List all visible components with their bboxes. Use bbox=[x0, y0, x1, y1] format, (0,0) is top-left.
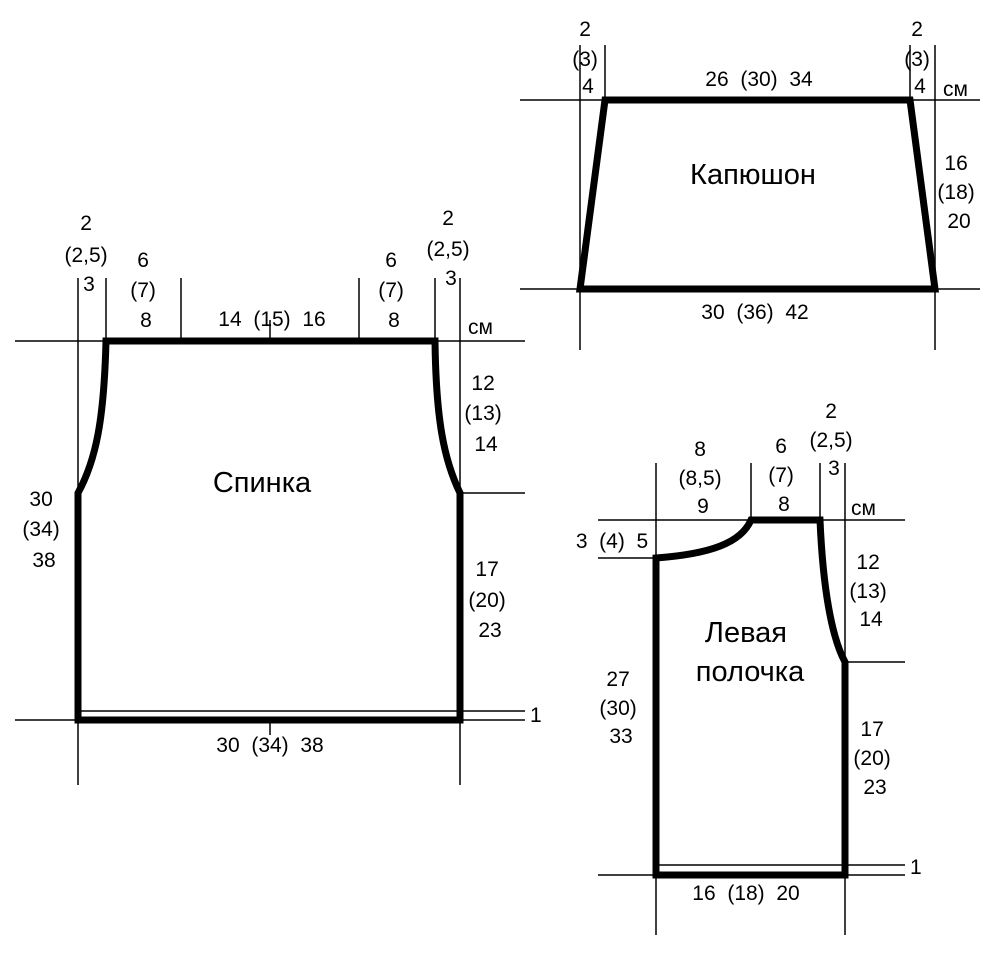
front-armhole-height-label: 12 (13) 14 bbox=[849, 551, 892, 631]
hood-outline bbox=[576, 96, 939, 293]
front-hem-label: 1 bbox=[910, 856, 922, 879]
hood-piece: 2 (3) 4 26 (30) 34 2 (3) 4 см 16 (18) 20… bbox=[520, 18, 980, 350]
hood-top-width-label: 26 (30) 34 bbox=[705, 68, 813, 91]
back-bottom-width-label: 30 (34) 38 bbox=[216, 734, 323, 757]
back-total-height-label: 30 (34) 38 bbox=[22, 488, 65, 572]
front-neck-depth-label: 3 (4) 5 bbox=[576, 530, 648, 553]
front-armhole-inset-label: 2 (2,5) 3 bbox=[809, 400, 858, 480]
back-outline bbox=[74, 337, 464, 724]
front-unit-label: см bbox=[851, 497, 876, 520]
back-neck-side-left-label: 6 (7) 8 bbox=[130, 249, 162, 332]
left-front-piece: 8 (8,5) 9 6 (7) 8 2 (2,5) 3 см 3 (4) 5 1… bbox=[576, 400, 922, 935]
hood-taper-right-label: 2 (3) 4 bbox=[904, 18, 936, 98]
front-side-height-label: 17 (20) 23 bbox=[853, 718, 896, 799]
hood-bottom-width-label: 30 (36) 42 bbox=[701, 301, 808, 324]
back-unit-label: см bbox=[468, 316, 493, 339]
front-neck-width-label: 8 (8,5) 9 bbox=[678, 438, 727, 518]
back-neck-width-label: 14 (15) 16 bbox=[218, 308, 325, 331]
hood-height-label: 16 (18) 20 bbox=[937, 152, 980, 233]
back-title: Спинка bbox=[213, 467, 312, 499]
hood-unit-label: см bbox=[943, 78, 968, 101]
front-bottom-width-label: 16 (18) 20 bbox=[692, 882, 799, 905]
back-neck-side-right-label: 6 (7) 8 bbox=[378, 249, 410, 332]
hood-taper-left-label: 2 (3) 4 bbox=[572, 18, 604, 98]
front-total-height-label: 27 (30) 33 bbox=[599, 668, 642, 748]
back-shoulder-left-label: 2 (2,5) 3 bbox=[64, 212, 113, 296]
front-title: Левая полочка bbox=[696, 617, 805, 688]
hood-title: Капюшон bbox=[690, 159, 816, 191]
back-shoulder-right-label: 2 (2,5) 3 bbox=[426, 207, 475, 290]
back-side-height-label: 17 (20) 23 bbox=[468, 558, 511, 642]
back-armhole-height-label: 12 (13) 14 bbox=[464, 372, 507, 456]
back-piece: 2 (2,5) 3 6 (7) 8 14 (15) 16 6 (7) 8 2 (… bbox=[15, 207, 542, 785]
back-hem-label: 1 bbox=[530, 704, 542, 727]
front-outline bbox=[652, 516, 849, 879]
front-shoulder-width-label: 6 (7) 8 bbox=[768, 435, 800, 516]
